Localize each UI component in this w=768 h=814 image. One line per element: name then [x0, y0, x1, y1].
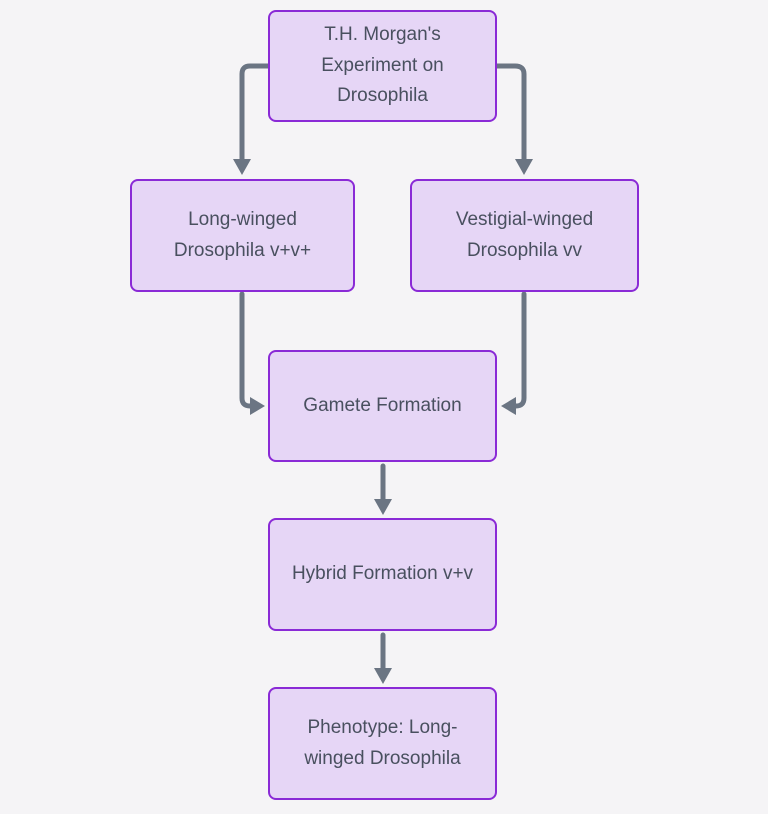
- arrow-left-to-gamete: [239, 291, 265, 415]
- arrow-gamete-to-hybrid: [374, 463, 392, 515]
- node-phenotype-result: Phenotype: Long- winged Drosophila: [268, 687, 497, 800]
- node-long-winged-parent-label: Long-winged Drosophila v+v+: [173, 209, 312, 261]
- node-phenotype-result-label: Phenotype: Long- winged Drosophila: [304, 717, 461, 769]
- arrow-top-to-right: [494, 63, 533, 175]
- node-vestigial-winged-parent-label: Vestigial-winged Drosophila vv: [455, 209, 594, 261]
- node-vestigial-winged-parent: Vestigial-winged Drosophila vv: [410, 179, 639, 292]
- node-gamete-formation: Gamete Formation: [268, 350, 497, 462]
- arrow-hybrid-to-phenotype: [374, 632, 392, 684]
- arrow-top-to-left: [233, 63, 271, 175]
- node-morgan-experiment: T.H. Morgan's Experiment on Drosophila: [268, 10, 497, 122]
- node-long-winged-parent: Long-winged Drosophila v+v+: [130, 179, 355, 292]
- node-morgan-experiment-label: T.H. Morgan's Experiment on Drosophila: [321, 24, 444, 107]
- arrow-right-to-gamete: [501, 291, 527, 415]
- node-hybrid-formation: Hybrid Formation v+v: [268, 518, 497, 631]
- node-gamete-formation-label: Gamete Formation: [303, 394, 462, 416]
- node-hybrid-formation-label: Hybrid Formation v+v: [291, 563, 474, 585]
